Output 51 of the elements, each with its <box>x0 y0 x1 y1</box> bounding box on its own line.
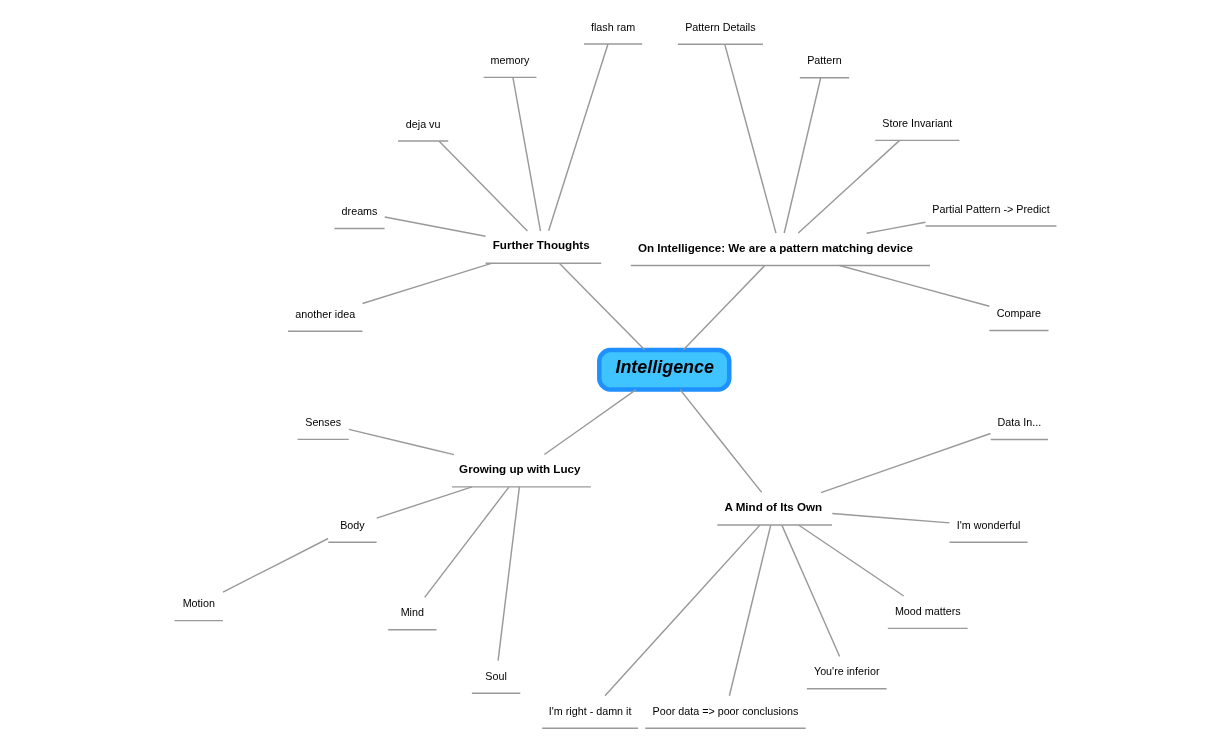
connector <box>783 77 822 234</box>
connector <box>547 43 609 232</box>
connector <box>348 428 455 456</box>
node-text: Pattern Details <box>685 20 756 33</box>
node-text: memory <box>490 54 530 67</box>
connector <box>724 43 777 234</box>
node-text: Senses <box>305 416 342 429</box>
node-text: Growing up with Lucy <box>459 461 581 475</box>
node-text: I'm right - damn it <box>548 704 632 717</box>
node-box: Intelligence <box>597 347 732 392</box>
connector <box>438 140 529 232</box>
connector <box>222 537 329 593</box>
connector <box>838 264 991 307</box>
connector <box>361 262 493 305</box>
node-text: dreams <box>341 205 378 218</box>
node-text: A Mind of Its Own <box>724 499 823 513</box>
node-text: flash ram <box>590 20 636 33</box>
node-text: Data In... <box>997 416 1042 429</box>
node-text: Mood matters <box>894 604 961 617</box>
connector <box>679 388 763 494</box>
connector <box>865 221 927 234</box>
node-text: Further Thoughts <box>492 238 590 252</box>
connector <box>797 139 901 234</box>
connector <box>831 512 951 524</box>
node-text: You're inferior <box>813 665 880 678</box>
node-text: Mind <box>400 606 424 619</box>
connector <box>558 262 646 351</box>
node-text: I'm wonderful <box>956 518 1021 531</box>
node-text: Motion <box>182 597 215 610</box>
node-text: Poor data => poor conclusions <box>652 704 799 717</box>
connector <box>728 524 772 697</box>
connector <box>512 76 542 232</box>
node-text: deja vu <box>405 117 441 130</box>
connector <box>781 524 841 658</box>
connector <box>423 486 510 599</box>
connector <box>604 524 761 697</box>
node-text: Body <box>340 518 365 531</box>
node-text: another idea <box>295 307 356 320</box>
connector <box>383 216 487 237</box>
node-text: Compare <box>996 307 1042 320</box>
connector <box>375 486 473 519</box>
node-text: Partial Pattern -> Predict <box>932 202 1050 215</box>
node-text: Store Invariant <box>882 117 953 130</box>
connector <box>497 486 521 662</box>
node-text: On Intelligence: We are a pattern matching device <box>637 240 913 254</box>
connector <box>820 432 992 494</box>
connector <box>797 524 905 597</box>
connector <box>543 389 637 456</box>
node-text: Pattern <box>807 54 842 67</box>
node-text: Soul <box>485 669 507 682</box>
connector <box>682 265 766 351</box>
